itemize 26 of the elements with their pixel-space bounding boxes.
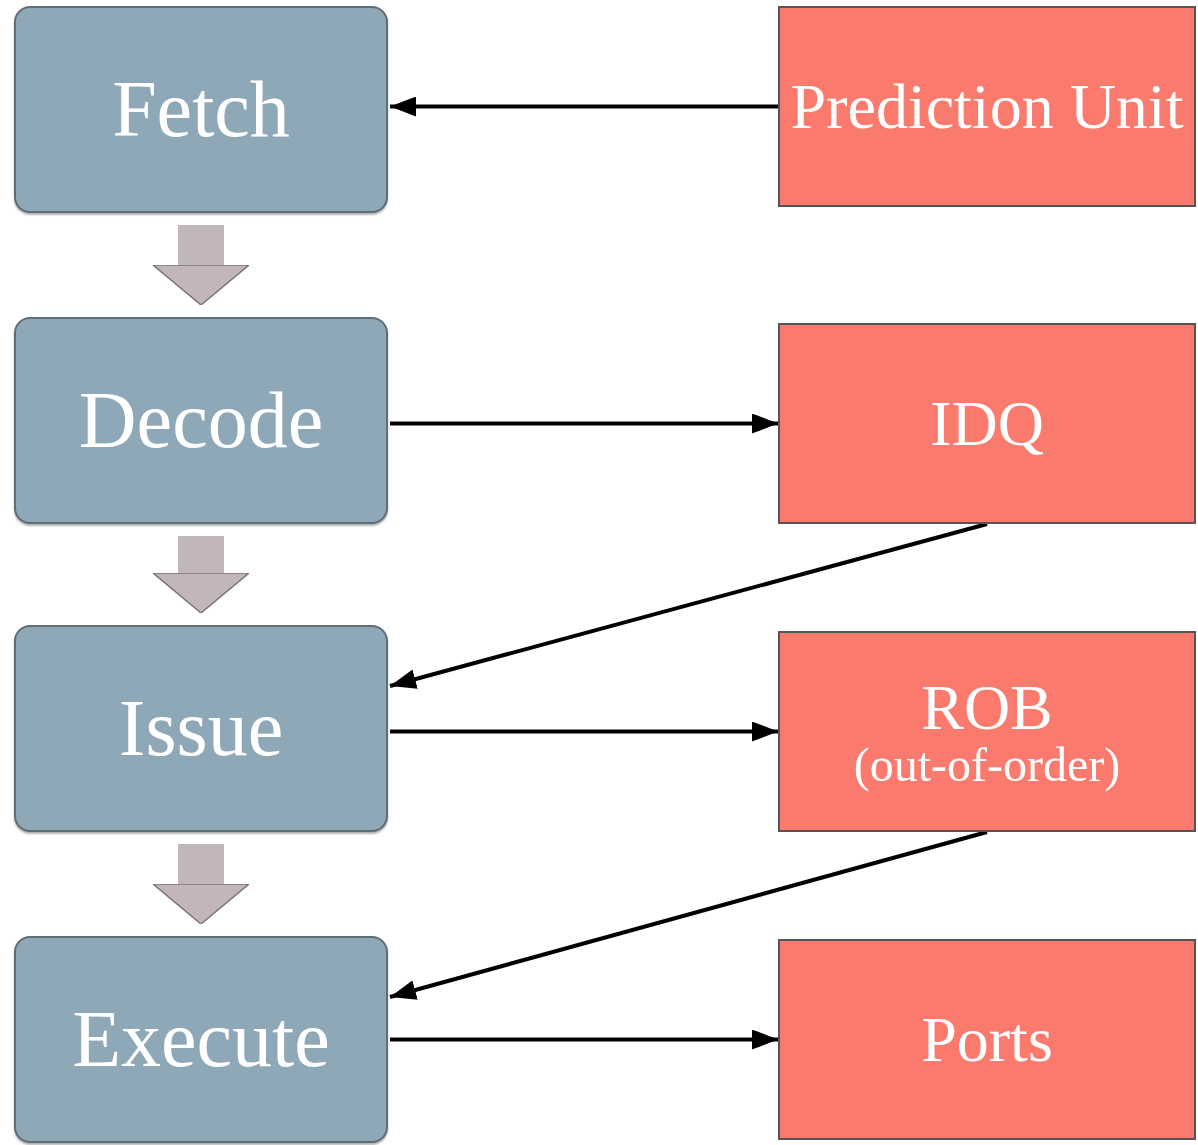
pipeline-stage-box: [14, 625, 388, 832]
block-arrow: [152, 225, 250, 306]
box-title: Execute: [72, 994, 330, 1085]
arrow: [390, 721, 778, 742]
unit-box: [778, 939, 1196, 1140]
pipeline-stage-box: [14, 6, 388, 213]
box-title: Fetch: [112, 64, 290, 155]
box-title: Decode: [78, 375, 324, 466]
unit-box: [778, 6, 1196, 207]
pipeline-stage-box: [14, 936, 388, 1143]
arrow: [389, 830, 988, 1000]
unit-box: [778, 631, 1196, 832]
box-subtitle: (out-of-order): [853, 741, 1121, 790]
block-arrow: [152, 844, 250, 925]
arrow: [390, 96, 778, 117]
pipeline-stage-box: [14, 317, 388, 524]
arrow: [390, 1029, 778, 1050]
box-title: Ports: [921, 1005, 1053, 1074]
block-arrow: [152, 536, 250, 614]
unit-box: [778, 323, 1196, 524]
box-title: ROB: [921, 673, 1053, 742]
box-title: Issue: [118, 683, 284, 774]
arrow: [389, 522, 988, 689]
box-title: IDQ: [930, 389, 1044, 458]
box-title: Prediction Unit: [790, 72, 1184, 141]
arrow: [390, 413, 778, 434]
